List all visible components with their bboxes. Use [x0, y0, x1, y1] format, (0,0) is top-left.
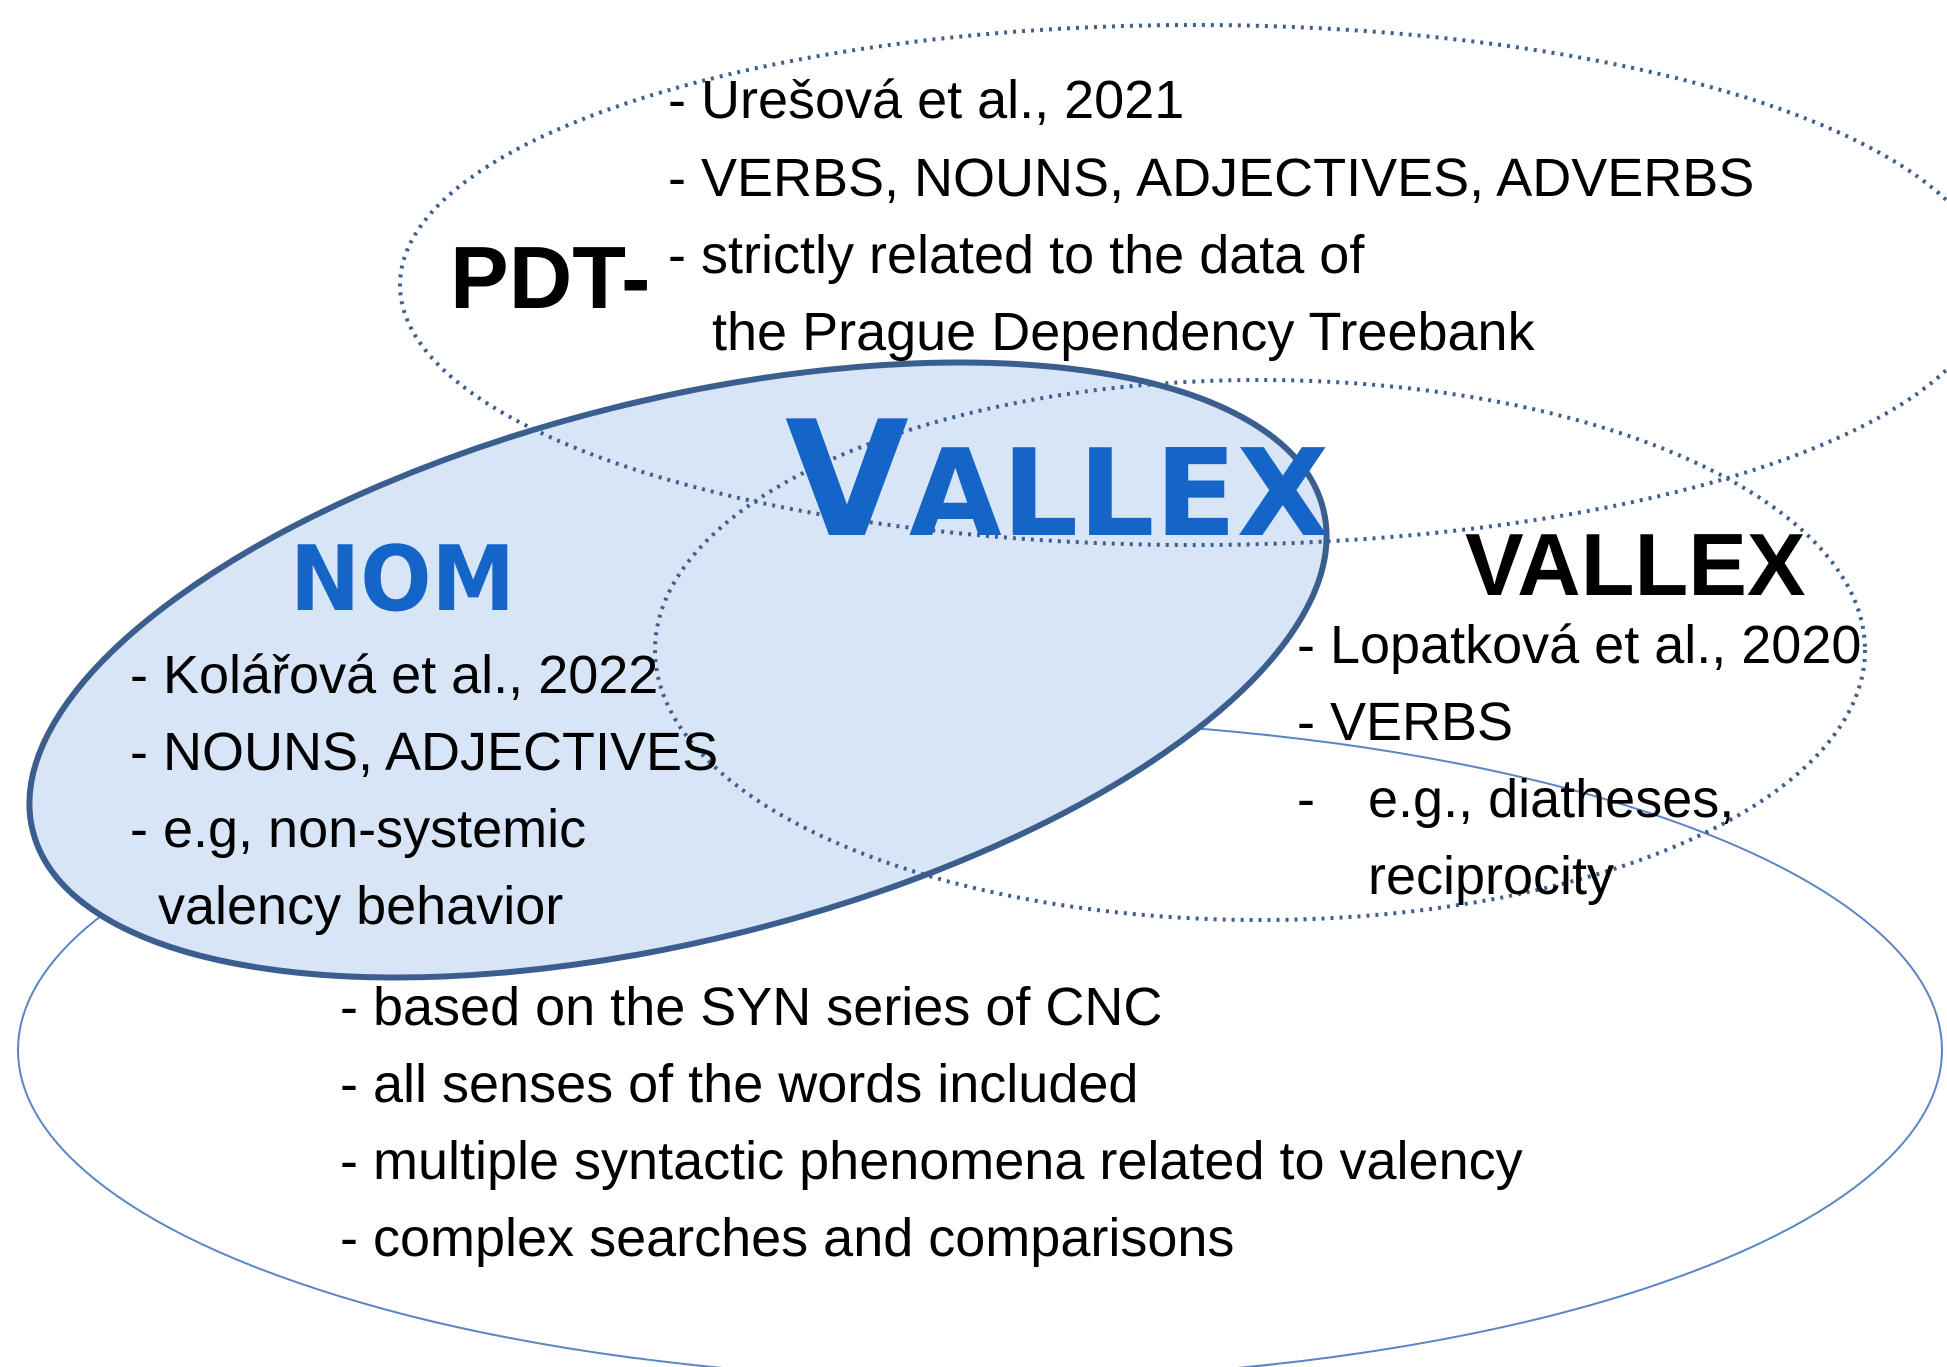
nom-line: - Kolářová et al., 2022: [130, 645, 658, 705]
nom-logo: NOM: [290, 527, 515, 632]
nom-line: - e.g, non-systemic: [130, 799, 586, 859]
vallex-label: VALLEX: [1465, 515, 1806, 614]
nomvallex-ellipse: [26, 359, 1330, 981]
vallex-line: reciprocity: [1368, 846, 1614, 906]
pdt-label: PDT-: [450, 228, 650, 327]
center-title-rest: ALLEX: [909, 425, 1329, 564]
nom-line: - NOUNS, ADJECTIVES: [130, 722, 718, 782]
pdt-vallex-ellipse: [398, 23, 1947, 547]
vallex-line: - VERBS: [1297, 692, 1513, 752]
common-line: - all senses of the words included: [340, 1054, 1138, 1114]
common-line: - based on the SYN series of CNC: [340, 977, 1162, 1037]
common-line: - multiple syntactic phenomena related t…: [340, 1131, 1523, 1191]
nom-line: valency behavior: [158, 876, 563, 936]
center-vallex-title: VALLEX: [785, 386, 1329, 573]
pdt-line: - strictly related to the data of: [668, 225, 1365, 285]
pdt-line: - Urešová et al., 2021: [668, 70, 1184, 130]
vallex-ellipse: [653, 378, 1867, 922]
vallex-line: - Lopatková et al., 2020: [1297, 615, 1861, 675]
pdt-line: - VERBS, NOUNS, ADJECTIVES, ADVERBS: [668, 148, 1754, 208]
common-line: - complex searches and comparisons: [340, 1208, 1234, 1268]
pdt-line: the Prague Dependency Treebank: [712, 302, 1536, 362]
vallex-line: e.g., diatheses,: [1368, 769, 1734, 829]
vallex-line: -: [1297, 769, 1315, 829]
center-title-initial: V: [785, 386, 909, 573]
